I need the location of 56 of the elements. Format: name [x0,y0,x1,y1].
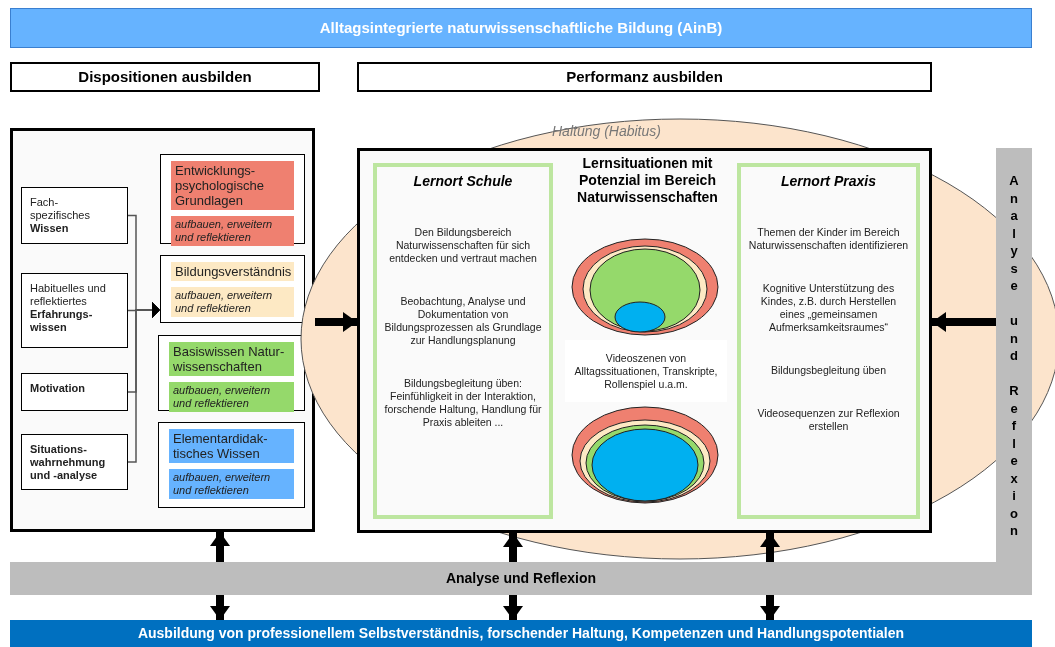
column-text: Bildungsbegleitung üben: Feinfühligkeit in der Interaktion, forschende Haltung, Handlung für Praxis ableiten ... [383,377,543,429]
bar-label: Analyse und Reflexion [445,569,597,588]
column-box [737,163,920,519]
column-heading: Lernort Praxis [781,172,876,191]
vertical-bar [996,148,1032,562]
section-heading: Dispositionen ausbilden [78,66,252,87]
column-text: Bildungsbegleitung üben [771,364,886,377]
vertical-bar-label: Analyse und Reflexion [1009,172,1019,540]
ellipse-area [300,118,1055,560]
column-text: Themen der Kinder im Bereich Naturwissenschaften identifizieren [747,226,910,252]
column-text: Beobachtung, Analyse und Dokumentation von Bildungsprozessen als Grundlage zur Handlungsplanung [383,295,543,347]
horizontal-bar [10,562,1032,595]
block-arrow [932,312,996,332]
topic-heading: Elementardidak- tisches Wissen [169,429,294,463]
block-arrow [315,312,357,332]
topic-subtext: aufbauen, erweitern und reflektieren [171,287,294,317]
topic-box [158,335,305,411]
block-arrow [760,533,780,562]
item-text: Situations- wahrnehmung und -analyse [30,443,107,482]
title-bar: Alltagsintegrierte naturwissenschaftliche Bildung (AinB) [10,8,1032,48]
ellipse-label: Haltung (Habitus) [552,122,661,141]
column-box [373,163,553,519]
topic-subtext: aufbauen, erweitern und reflektieren [169,382,294,412]
topic-box [158,422,305,508]
block-arrow [503,595,523,620]
topic-subtext: aufbauen, erweitern und reflektieren [171,216,294,246]
item-text: Habituelles und reflektiertes Erfahrungs- wissen [30,282,107,334]
item-box [21,434,128,490]
section-heading: Performanz ausbilden [566,66,723,87]
item-box [21,273,128,348]
block-arrow [210,532,230,562]
column-heading: Lernort Schule [413,172,513,191]
section-header-box [10,62,320,92]
section-header-box [357,62,932,92]
topic-heading: Bildungsverständnis [171,262,294,281]
center-heading: Lernsituationen mit Potenzial im Bereich Naturwissenschaften [576,155,719,206]
footer-bar [10,620,1032,647]
bracket-arrow [127,302,161,463]
block-arrow [760,595,780,620]
column-text: Videosequenzen zur Reflexion erstellen [756,407,901,433]
topic-heading: Basiswissen Natur- wissenschaften [169,342,294,376]
item-text: Motivation [30,382,86,395]
topic-box [160,154,305,244]
item-text: Fach- spezifisches Wissen [30,196,91,235]
frame-box [10,128,315,532]
topic-box [160,255,305,323]
bar-label: Ausbildung von professionellem Selbstverständnis, forschender Haltung, Kompetenzen und Handlungspotentialen [137,624,905,643]
topic-subtext: aufbauen, erweitern und reflektieren [169,469,294,499]
frame-box [357,148,932,533]
column-text: Kognitive Unterstützung des Kindes, z.B. durch Herstellen eines „gemeinsamen Aufmerksamkeitsraumes“ [759,282,898,334]
block-arrow [210,595,230,620]
topic-heading: Entwicklungs- psychologische Grundlagen [171,161,294,210]
media-text: Videoszenen von Alltagssituationen, Transkripte, Rollenspiel u.a.m. [573,351,719,391]
column-text: Den Bildungsbereich Naturwissenschaften für sich entdecken und vertraut machen [388,226,538,265]
item-box [21,373,128,411]
item-box [21,187,128,244]
